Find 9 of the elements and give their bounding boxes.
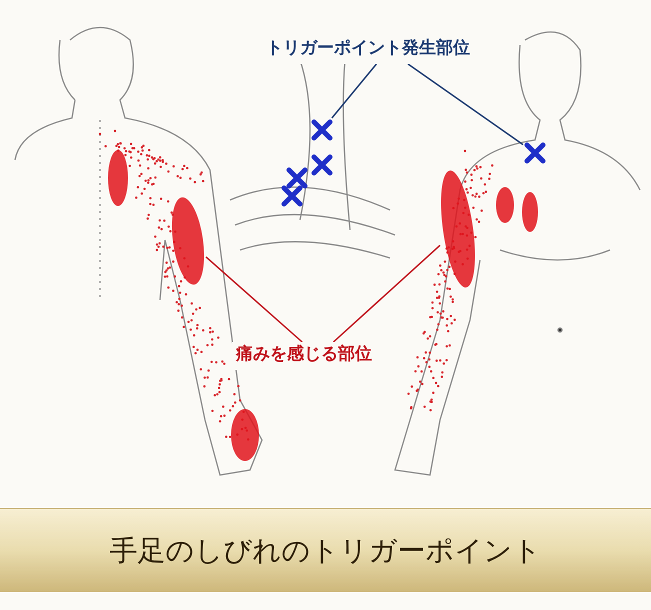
leader-line	[332, 244, 440, 343]
leader-line	[331, 64, 378, 118]
trigger-point-mark	[310, 118, 334, 142]
leader-line	[206, 256, 303, 343]
pain-area	[170, 195, 206, 287]
trigger-point-mark	[523, 141, 547, 165]
caption: 手足のしびれのトリガーポイント	[110, 532, 542, 568]
pain-area	[440, 168, 476, 290]
leader-line	[408, 63, 524, 146]
